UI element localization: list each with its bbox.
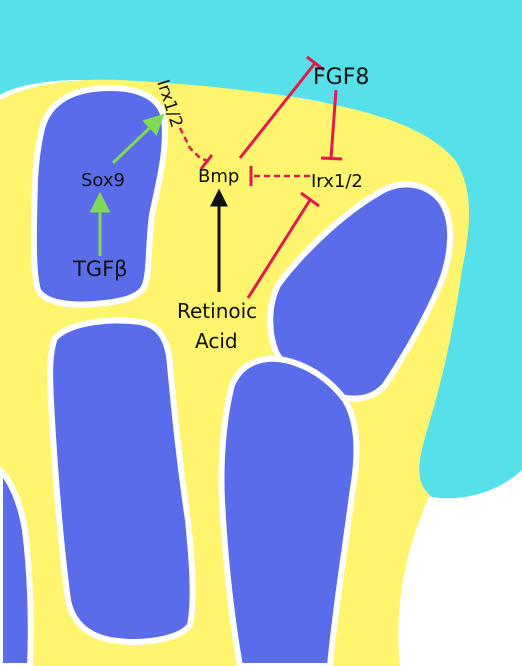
label-irx-right: Irx1/2: [311, 171, 363, 192]
cartilage-element-middle-left: [50, 321, 193, 642]
label-tgfb: TGFβ: [72, 257, 128, 281]
label-retinoic-acid-line2: Acid: [195, 329, 238, 353]
label-bmp: Bmp: [198, 166, 239, 187]
cartilage-element-bottom-center: [221, 359, 356, 666]
label-retinoic-acid-line1: Retinoic: [177, 299, 257, 323]
label-sox9: Sox9: [81, 170, 125, 191]
label-fgf8: FGF8: [313, 65, 369, 90]
